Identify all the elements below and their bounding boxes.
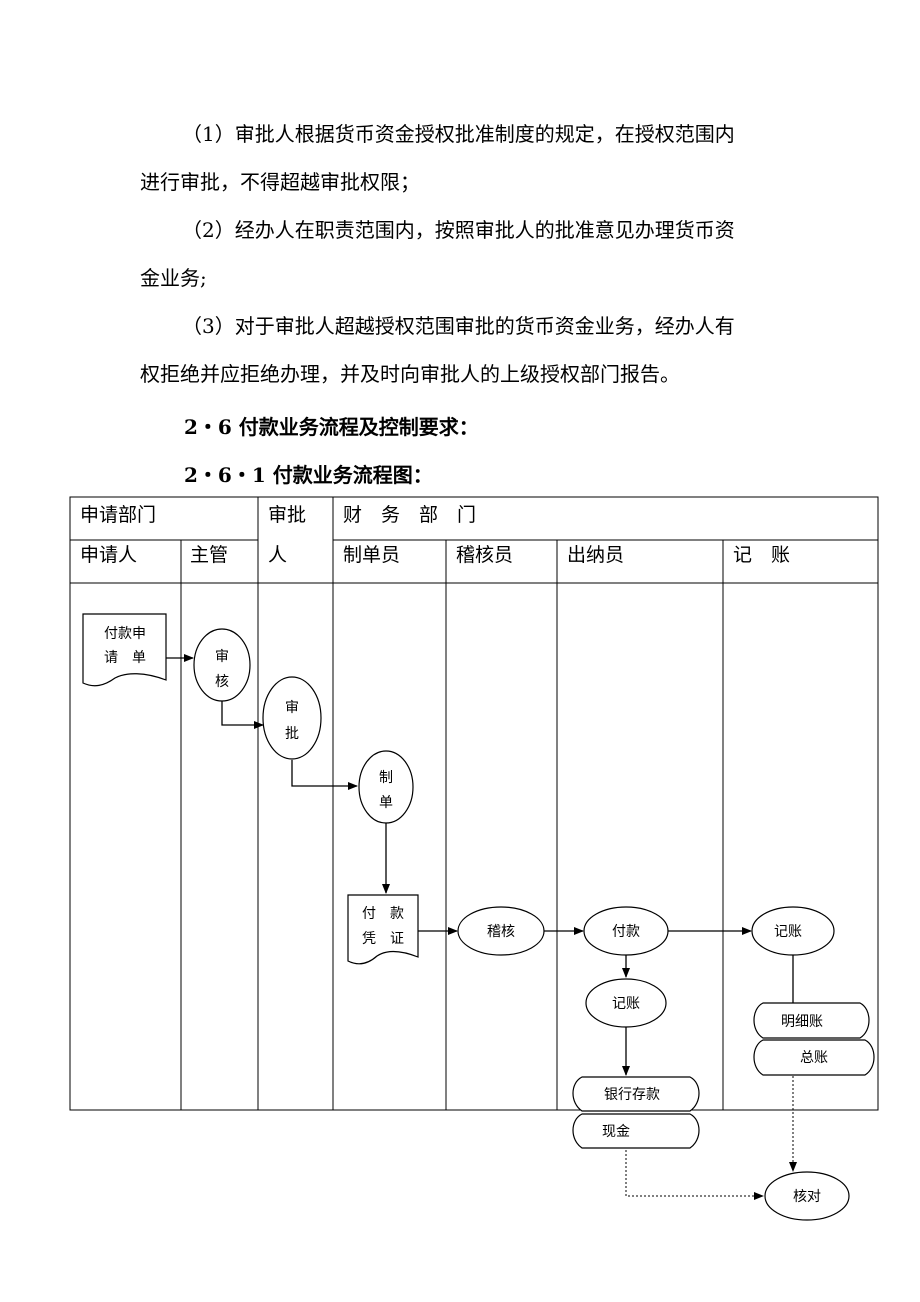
header-col-bookkeeping: 记 账 (733, 544, 790, 566)
payment-voucher-line1: 付 款 (362, 906, 404, 922)
cash-storage: 现金 (572, 1113, 700, 1149)
paragraph-1-line-2: 进行审批，不得超越审批权限； (140, 170, 420, 194)
section-heading-2-6-1: 2・6・1 付款业务流程图： (184, 463, 433, 487)
prepare-line2: 单 (379, 795, 393, 811)
header-col-supervisor: 主管 (190, 544, 228, 566)
paragraph-3-line-1: （3）对于审批人超越授权范围审批的货币资金业务，经办人有 (182, 314, 735, 338)
prepare-line1: 制 (379, 770, 393, 786)
detail-ledger-storage: 明细账 (753, 1002, 870, 1039)
payment-label: 付款 (612, 924, 640, 940)
header-col-auditor: 稽核员 (456, 544, 513, 566)
review-line2: 核 (215, 674, 229, 690)
ledger-record-label: 记账 (774, 924, 802, 940)
general-ledger-storage: 总账 (753, 1039, 875, 1076)
review-node: 审 核 (193, 628, 251, 702)
payment-request-document: 付款申 请 单 (82, 613, 167, 687)
approve-line1: 审 (285, 700, 299, 716)
paragraph-3: （3）对于审批人超越授权范围审批的货币资金业务，经办人有 权拒绝并应拒绝办理，并… (140, 302, 780, 398)
cashier-record-label: 记账 (612, 996, 640, 1012)
payment-voucher-line2: 凭 证 (362, 931, 404, 947)
bank-deposit-label: 银行存款 (604, 1087, 660, 1103)
header-col-cashier: 出纳员 (567, 544, 624, 566)
header-dept-apply: 申请部门 (80, 504, 156, 526)
approve-line2: 批 (285, 726, 299, 742)
header-approval-line1: 审批 (268, 504, 306, 526)
payment-request-line1: 付款申 (104, 626, 146, 642)
header-col-applicant: 申请人 (80, 544, 137, 566)
audit-label: 稽核 (487, 924, 515, 940)
paragraph-2-line-1: （2）经办人在职责范围内，按照审批人的批准意见办理货币资 (182, 218, 735, 242)
general-ledger-label: 总账 (800, 1050, 828, 1066)
header-approval-line2: 人 (268, 544, 287, 566)
payment-request-line2: 请 单 (104, 650, 146, 666)
audit-node: 稽核 (457, 906, 545, 956)
bank-deposit-storage: 银行存款 (572, 1076, 700, 1112)
paragraph-2: （2）经办人在职责范围内，按照审批人的批准意见办理货币资 金业务; (140, 206, 780, 302)
reconcile-node: 核对 (764, 1171, 850, 1221)
detail-ledger-label: 明细账 (781, 1014, 823, 1030)
paragraph-1: （1）审批人根据货币资金授权批准制度的规定，在授权范围内 进行审批，不得超越审批… (140, 110, 780, 206)
prepare-voucher-node: 制 单 (358, 750, 414, 824)
payment-voucher-document: 付 款 凭 证 (347, 894, 419, 965)
header-col-preparer: 制单员 (343, 544, 400, 566)
review-line1: 审 (215, 649, 229, 665)
paragraph-1-line-1: （1）审批人根据货币资金授权批准制度的规定，在授权范围内 (182, 122, 735, 146)
section-heading-2-6: 2・6 付款业务流程及控制要求： (184, 415, 479, 439)
reconcile-label: 核对 (793, 1189, 821, 1205)
dotted-connectors (625, 1076, 797, 1200)
flow-connectors (166, 654, 794, 1076)
header-dept-finance: 财 务 部 门 (343, 504, 476, 526)
payment-node: 付款 (583, 906, 669, 956)
cashier-record-node: 记账 (585, 978, 667, 1028)
swimlane-grid (69, 496, 879, 1111)
paragraph-3-line-2: 权拒绝并应拒绝办理，并及时向审批人的上级授权部门报告。 (140, 362, 680, 386)
ledger-record-node: 记账 (751, 906, 835, 956)
cash-label: 现金 (602, 1124, 630, 1140)
approve-node: 审 批 (262, 676, 322, 760)
paragraph-2-line-2: 金业务; (140, 266, 207, 290)
